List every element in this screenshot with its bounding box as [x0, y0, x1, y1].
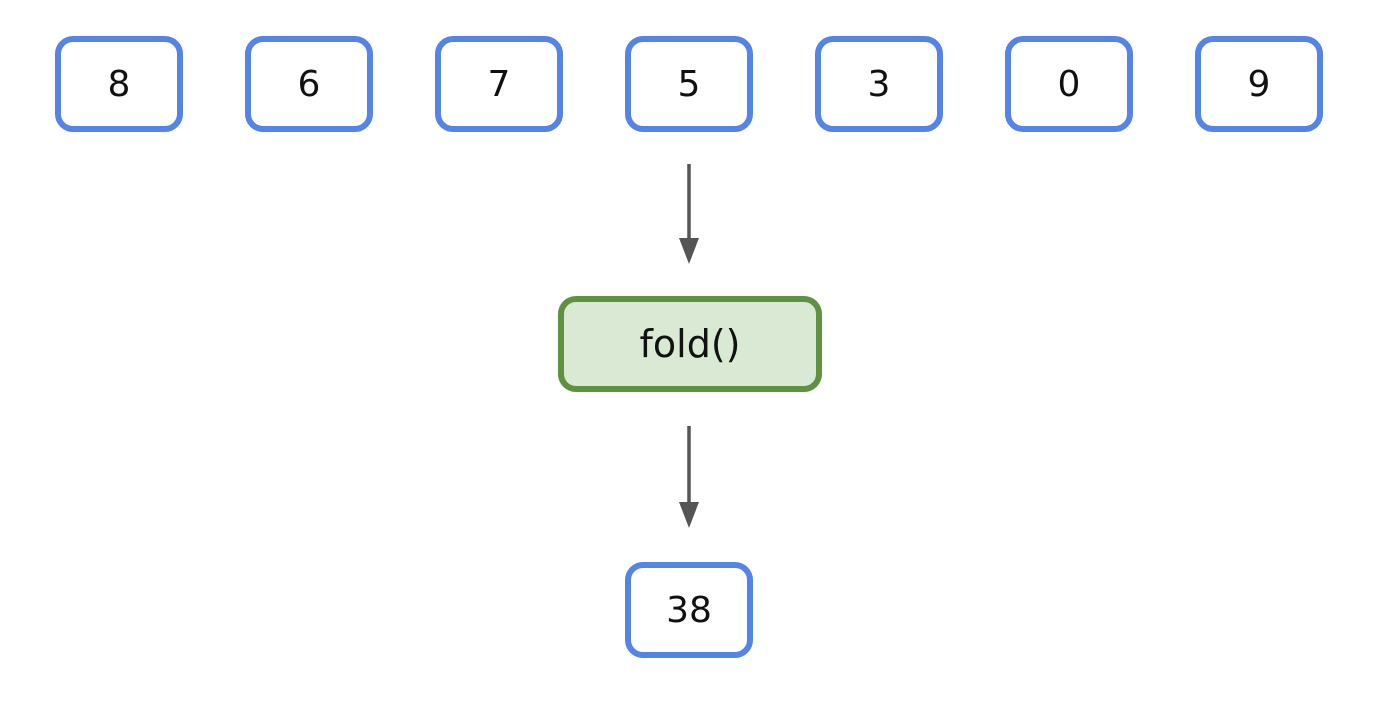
arrow-to-result: [679, 426, 699, 528]
input-box-0: 8: [55, 36, 183, 132]
input-box-2: 7: [435, 36, 563, 132]
fold-function-box: fold(): [558, 296, 822, 392]
arrow-to-function: [679, 164, 699, 264]
input-box-1: 6: [245, 36, 373, 132]
input-value: 5: [677, 63, 701, 105]
input-box-4: 3: [815, 36, 943, 132]
input-value: 0: [1057, 63, 1081, 105]
input-box-3: 5: [625, 36, 753, 132]
input-value: 8: [107, 63, 131, 105]
input-box-6: 9: [1195, 36, 1323, 132]
input-box-5: 0: [1005, 36, 1133, 132]
input-value: 7: [487, 63, 511, 105]
input-value: 9: [1247, 63, 1271, 105]
result-box: 38: [625, 562, 753, 658]
result-value: 38: [666, 589, 712, 631]
input-value: 3: [867, 63, 891, 105]
input-value: 6: [297, 63, 321, 105]
function-label: fold(): [639, 322, 741, 366]
